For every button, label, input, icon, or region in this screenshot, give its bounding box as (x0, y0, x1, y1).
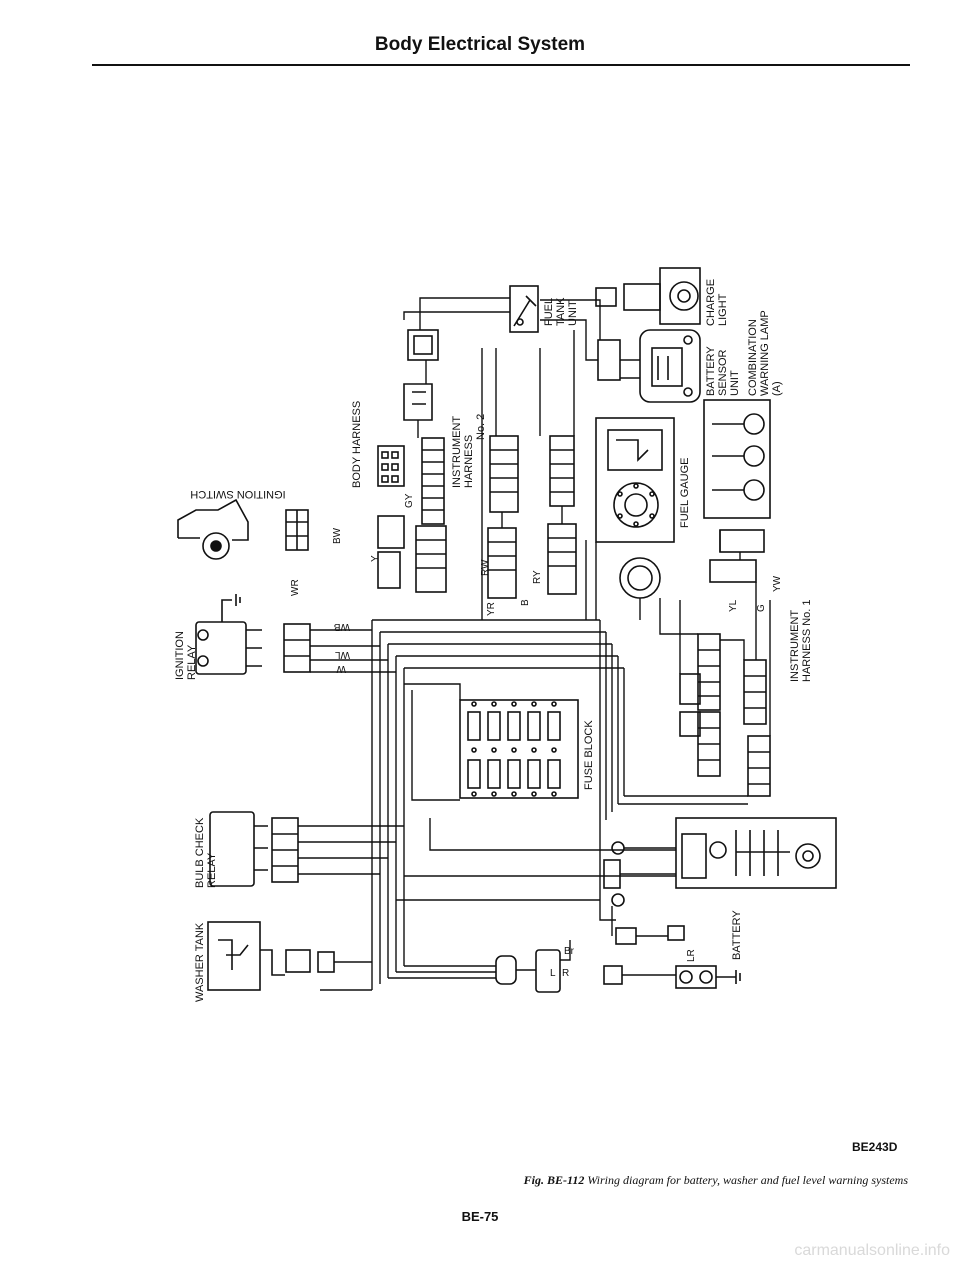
label-battery-sensor-a: BATTERY (705, 346, 717, 396)
label-charge-light-b: LIGHT (717, 293, 729, 326)
label-fuel-tank-unit-b: TANK (555, 297, 567, 326)
label-instrument-harness-1-b: HARNESS No. 1 (801, 599, 813, 682)
body-harness-connector-large (377, 437, 447, 593)
fuel-gauge (595, 417, 675, 543)
connector-washer (285, 949, 335, 973)
label-charge-light-a: CHARGE (705, 279, 717, 326)
ignition-relay (195, 594, 262, 675)
wire-label-g: G (756, 604, 767, 612)
regulator-block (675, 817, 837, 889)
header-rule (92, 64, 910, 66)
wire-label-l: L (550, 968, 556, 979)
label-instrument-harness-1-a: INSTRUMENT (789, 610, 801, 682)
label-fuel-tank-unit-a: FUEL (543, 298, 555, 326)
wire-label-bw: BW (332, 527, 343, 544)
label-combination-lamp-a: COMBINATION (747, 319, 759, 396)
label-fuel-gauge: FUEL GAUGE (679, 458, 691, 529)
label-instrument-harness-2-a: INSTRUMENT (451, 416, 463, 488)
wire-label-b: B (520, 599, 531, 606)
figure-caption: Fig. BE-112 Wiring diagram for battery, … (0, 1173, 960, 1188)
wire-label-r: R (562, 968, 569, 979)
page-title: Body Electrical System (374, 34, 586, 55)
wire-label-wr: WR (290, 579, 301, 596)
label-fuel-tank-unit-c: UNIT (567, 300, 579, 326)
wire-label-w: W (336, 663, 346, 674)
wire-label-yr: YR (486, 602, 497, 616)
body-harness-connector-top (403, 329, 439, 421)
label-battery: BATTERY (731, 910, 743, 960)
wire-label-gy: GY (404, 493, 415, 508)
label-battery-sensor-b: SENSOR (717, 349, 729, 396)
bulb-check-relay (209, 811, 268, 887)
wire-label-wl: WL (335, 649, 350, 660)
wire-label-wb: WB (334, 621, 350, 632)
figure-code: BE243D (852, 1140, 898, 1154)
ignition-switch (177, 498, 249, 560)
connector-ignition-switch (285, 509, 309, 551)
label-body-harness: BODY HARNESS (351, 401, 363, 488)
fuel-tank-unit (509, 285, 539, 333)
label-bulb-check-relay-1: BULB CHECK (194, 817, 206, 888)
label-ignition-relay-1: IGNITION (174, 631, 186, 680)
wire-label-br: Br (564, 946, 575, 957)
label-bulb-check-relay-2: RELAY (206, 852, 218, 888)
label-instrument-harness-2-b: HARNESS (463, 435, 475, 488)
label-fuse-block: FUSE BLOCK (583, 720, 595, 790)
wire-label-ry: RY (532, 570, 543, 584)
instrument-harness-1-connectors (679, 633, 771, 797)
battery-sensor-unit (597, 329, 701, 403)
label-battery-sensor-c: UNIT (729, 370, 741, 396)
label-ignition-switch: IGNITION SWITCH (190, 488, 285, 500)
page-number: BE-75 (461, 1209, 499, 1224)
combination-warning-lamp (703, 399, 771, 553)
watermark: carmanualsonline.info (794, 1242, 950, 1259)
wire-label-y: Y (370, 555, 381, 562)
connector-bulb-check (271, 817, 299, 883)
body-harness-connector-small (377, 445, 405, 487)
fuse-block (459, 699, 579, 799)
connector-ignition-relay (283, 623, 311, 673)
wire-label-yw: YW (772, 575, 783, 592)
wire-label-yl: YL (728, 599, 739, 612)
wire-label-lr: LR (686, 949, 697, 962)
washer-tank (207, 921, 285, 991)
label-washer-tank: WASHER TANK (194, 922, 206, 1002)
charge-light (595, 267, 701, 325)
wiring-lines (298, 297, 771, 991)
wire-color-labels: WR BW WB WL W Y GY RW YR RY B YL G YW LR… (290, 493, 783, 979)
component-labels: IGNITION SWITCH IGNITION RELAY BULB CHEC… (174, 279, 813, 1002)
label-combination-lamp-b: WARNING LAMP (759, 310, 771, 396)
figure-caption-text: Wiring diagram for battery, washer and f… (587, 1173, 908, 1187)
label-ignition-relay-2: RELAY (186, 644, 198, 680)
label-combination-lamp-c: (A) (771, 381, 783, 396)
battery (603, 925, 741, 989)
wire-label-rw: RW (480, 559, 491, 576)
figure-label: Fig. BE-112 (523, 1173, 585, 1187)
gauge-round-connector (619, 557, 757, 599)
label-instrument-harness-2-c: No. 2 (475, 414, 487, 440)
